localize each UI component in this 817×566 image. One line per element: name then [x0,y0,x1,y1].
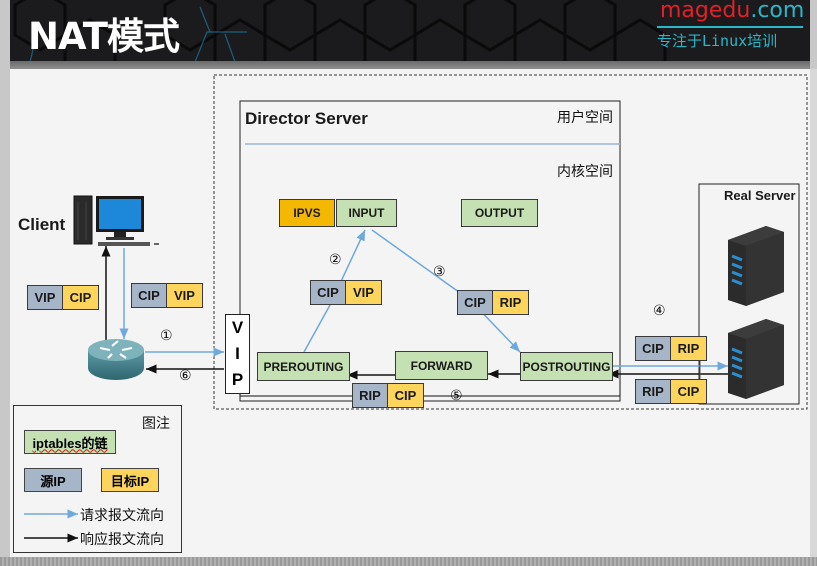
legend-request-label: 请求报文流向 [80,507,164,523]
step-3-marker: ③ [433,263,446,279]
packet-dst-ip: RIP [493,290,529,315]
packet-dst-ip: VIP [346,280,382,305]
legend-chain-label: iptables的链 [32,435,108,451]
real-server-box [698,183,800,405]
vip-letter: V [231,318,244,337]
packet-src-ip: VIP [27,285,63,310]
user-space-label: 用户空间 [557,109,613,125]
kernel-space-label: 内核空间 [557,163,613,179]
packet-src-ip: RIP [352,383,388,408]
client-label: Client [18,215,66,234]
header-banner: NAT模式 magedu.com 专注于Linux培训 [10,0,810,62]
legend-chain-swatch: iptables的链 [24,430,116,454]
step2-packet: CIP VIP [310,280,382,305]
page-title: NAT模式 [28,15,180,58]
real-server-label: Real Server [724,188,796,203]
step-5-marker: ⑤ [450,387,463,403]
rs-response-packet: RIP CIP [635,379,707,404]
packet-dst-ip: CIP [63,285,99,310]
chain-input: INPUT [336,199,397,227]
director-server-title: Director Server [245,109,368,128]
director-region-dashed [213,74,808,410]
client-response-packet: VIP CIP [27,285,99,310]
legend-title: 图注 [142,415,170,431]
step5-packet: RIP CIP [352,383,424,408]
rs-request-packet: CIP RIP [635,336,707,361]
hexagon-pattern-icon [13,0,667,62]
chain-forward: FORWARD [395,351,488,380]
bottom-border [0,557,817,566]
chain-ipvs: IPVS [279,199,335,227]
legend: 图注 iptables的链 源IP 目标IP 请求报文流向 响应报文流向 [13,405,182,553]
brand-divider [657,26,803,28]
legend-response-label: 响应报文流向 [80,531,164,547]
packet-dst-ip: CIP [671,379,707,404]
brand-domain: .com [750,0,805,23]
brand-logo: magedu.com [660,0,804,23]
legend-dest-ip-swatch: 目标IP [101,468,159,492]
packet-dst-ip: CIP [388,383,424,408]
brand-name: magedu [660,0,751,23]
vip-letter: I [235,344,240,363]
header-bottom-bar [10,61,810,69]
step-6-marker: ⑥ [179,367,192,383]
packet-src-ip: CIP [635,336,671,361]
response-path-bottom [239,380,621,397]
step-2-marker: ② [329,251,342,267]
real-server-icon [728,226,784,306]
legend-arrows [24,509,78,543]
client-request-packet: CIP VIP [131,283,203,308]
brand-slogan: 专注于Linux培训 [657,32,778,50]
packet-dst-ip: VIP [167,283,203,308]
chain-postrouting: POSTROUTING [520,352,613,381]
step-4-marker: ④ [653,302,666,318]
step-1-marker: ① [160,327,173,343]
packet-src-ip: CIP [457,290,493,315]
legend-source-ip-swatch: 源IP [24,468,82,492]
director-server-box [239,100,621,402]
vip-interface: V I P [225,314,250,394]
step3-packet: CIP RIP [457,290,529,315]
packet-src-ip: CIP [131,283,167,308]
client-computer-icon [73,195,159,246]
request-arrow-prerouting-input [303,229,366,353]
packet-dst-ip: RIP [671,336,707,361]
real-server-icon [728,319,784,399]
chain-prerouting: PREROUTING [257,352,350,381]
router-icon [88,339,144,380]
chain-output: OUTPUT [461,199,538,227]
right-border [810,69,817,557]
packet-src-ip: CIP [310,280,346,305]
vip-letter: P [231,370,244,389]
packet-src-ip: RIP [635,379,671,404]
